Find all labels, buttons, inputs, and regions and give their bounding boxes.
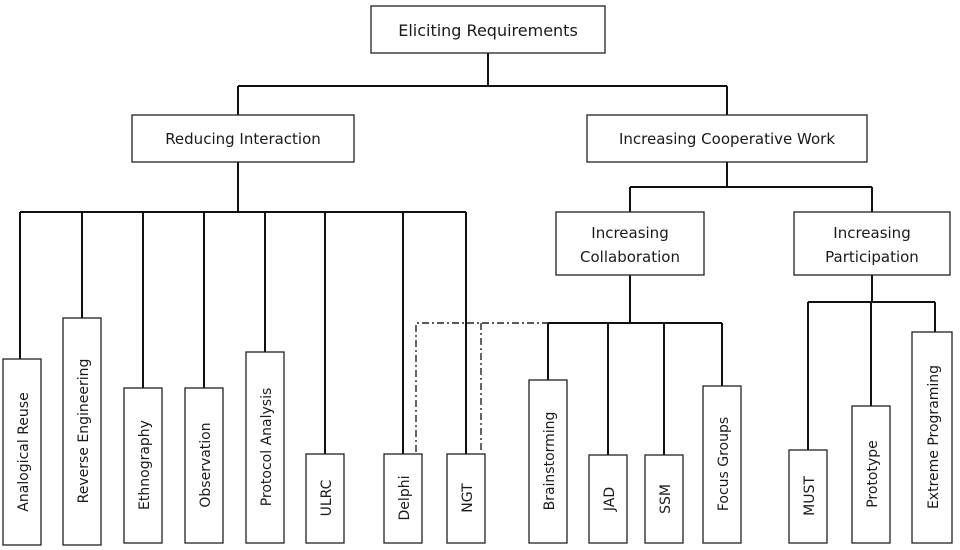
- connectors: [19, 53, 936, 455]
- reducing-interaction-box: [131, 114, 355, 163]
- leaf-box: [305, 453, 345, 544]
- leaf-label: ULRC: [319, 479, 335, 516]
- collaboration-label-line1: Increasing: [591, 224, 668, 242]
- leaf-box: [911, 331, 953, 544]
- collaboration-label-line2: Collaboration: [580, 248, 680, 266]
- leaf-box: [184, 387, 224, 544]
- leaf-label: JAD: [602, 487, 618, 512]
- participation-leaves: MUST Prototype Extreme Programing: [788, 331, 953, 544]
- cooperative-work-box: [586, 114, 868, 163]
- root-box: [370, 5, 606, 54]
- leaf-label: Focus Groups: [716, 417, 732, 511]
- leaf-label: Analogical Reuse: [16, 392, 32, 511]
- leaf-box: [851, 405, 891, 544]
- leaf-box: [446, 453, 486, 544]
- leaf-box: [788, 449, 828, 544]
- participation-box: [793, 211, 951, 276]
- leaf-label: Reverse Engineering: [76, 359, 92, 504]
- leaf-label: Delphi: [397, 476, 413, 521]
- leaf-label: Prototype: [865, 440, 881, 508]
- leaf-box: [588, 454, 628, 544]
- participation-label-line1: Increasing: [833, 224, 910, 242]
- leaf-box: [702, 385, 742, 544]
- leaf-box: [383, 453, 423, 544]
- root-label: Eliciting Requirements: [398, 21, 578, 40]
- participation-label-line2: Participation: [825, 248, 919, 266]
- leaf-box: [62, 317, 102, 546]
- reducing-interaction-label: Reducing Interaction: [165, 130, 321, 148]
- leaf-label: Protocol Analysis: [259, 388, 275, 507]
- cooperative-work-label: Increasing Cooperative Work: [619, 130, 835, 148]
- leaf-label: Observation: [198, 422, 214, 507]
- leaf-label: NGT: [460, 483, 476, 513]
- leaf-box: [123, 387, 163, 544]
- leaf-box: [2, 358, 42, 546]
- leaf-box: [644, 454, 684, 544]
- leaf-label: Brainstorming: [542, 412, 558, 511]
- leaf-label: SSM: [658, 484, 674, 514]
- leaf-box: [528, 379, 568, 544]
- leaf-label: Extreme Programing: [926, 365, 942, 509]
- collaboration-leaves: Brainstorming JAD SSM Focus Groups: [528, 379, 742, 544]
- leaf-label: Ethnography: [137, 420, 153, 510]
- collaboration-box: [555, 211, 705, 276]
- reducing-leaves: Analogical Reuse Reverse Engineering Eth…: [2, 317, 486, 546]
- leaf-box: [245, 351, 285, 544]
- leaf-label: MUST: [802, 476, 818, 516]
